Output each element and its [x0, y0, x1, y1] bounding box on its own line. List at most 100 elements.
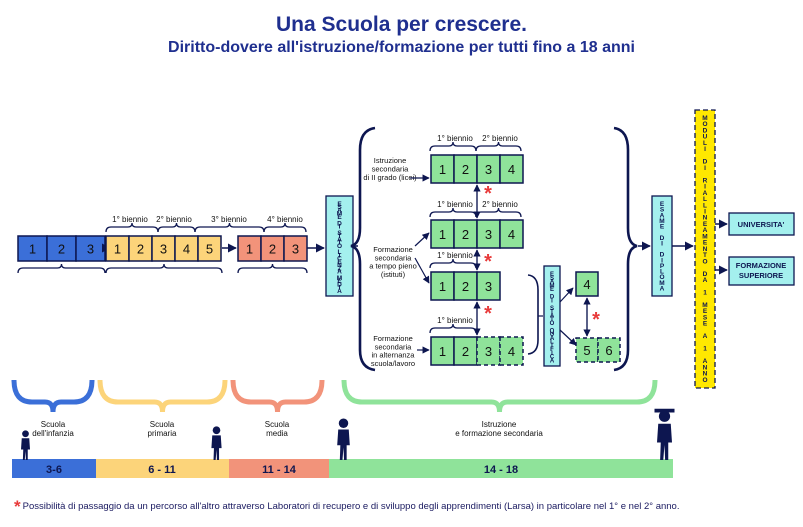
stage-label: Scuola	[41, 420, 66, 429]
graduate-icon-head	[658, 410, 671, 422]
exam-licenza-media-letter: D	[337, 281, 342, 288]
exam-diploma-letter: E	[660, 201, 665, 208]
primaria-cell-label: 4	[183, 242, 190, 257]
exam-diploma-letter: D	[660, 235, 665, 242]
infanzia-cell	[75, 235, 106, 262]
moduli-riallineamento-letter: 1	[703, 290, 707, 297]
exam-licenza-media-letter: E	[337, 214, 342, 221]
graduate-icon	[654, 408, 675, 460]
stage-bracket-secondaria	[341, 379, 658, 413]
exam-diploma-letter: O	[659, 274, 664, 281]
outcome-formazione-superiore-label: SUPERIORE	[739, 271, 783, 280]
moduli-riallineamento-letter: D	[703, 159, 708, 166]
exam-qualifica-letter: A	[550, 336, 555, 342]
biennio-label: 2° biennio	[156, 215, 192, 224]
moduli-riallineamento-letter: M	[702, 115, 707, 122]
moduli-riallineamento-letter: N	[703, 215, 708, 222]
moduli-riallineamento-letter: T	[703, 252, 707, 259]
licei-cell-label: 4	[508, 162, 515, 177]
biennio-label: 1° biennio	[437, 316, 473, 325]
exam-licenza-media-letter: S	[337, 204, 342, 211]
biennio-label: 1° biennio	[437, 251, 473, 260]
primaria-cell-label: 3	[160, 242, 167, 257]
stage-label: dell'infanzia	[32, 429, 74, 438]
infanzia-cell-label: 1	[29, 242, 36, 257]
biennio-label: 1° biennio	[437, 200, 473, 209]
track-label-alternanza: in alternanza	[372, 351, 416, 360]
moduli-riallineamento-letter: A	[703, 227, 708, 234]
exam-qualifica-letter: S	[550, 276, 554, 282]
exam-licenza-media-letter: A	[337, 207, 342, 214]
title: Una Scuola per crescere.	[276, 13, 527, 36]
child-backpack-icon-body	[211, 435, 222, 460]
exam-diploma-letter: M	[659, 218, 664, 225]
stage-label: primaria	[148, 429, 177, 438]
biennio-label: 2° biennio	[482, 134, 518, 143]
media-cell-label: 1	[246, 242, 253, 257]
age-band-media	[229, 459, 329, 478]
moduli-riallineamento-letter: A	[703, 358, 708, 365]
exam-qualifica-letter: I	[551, 343, 553, 349]
moduli-riallineamento-letter: D	[703, 271, 708, 278]
age-band-secondaria	[329, 459, 673, 478]
licei-cell-label: 1	[439, 162, 446, 177]
child-small-icon-body	[21, 438, 30, 460]
infanzia-cell-label: 3	[87, 242, 94, 257]
moduli-riallineamento-letter: M	[702, 302, 707, 309]
istituti-cell-label: 4	[508, 227, 515, 242]
track-label-istituti: a tempo pieno	[369, 262, 417, 271]
media-cell-label: 2	[269, 242, 276, 257]
exam-licenza-media-letter: M	[337, 275, 342, 282]
exam-qualifica-letter: M	[550, 283, 555, 289]
istituti-cell-label: 2	[462, 227, 469, 242]
outcome-formazione-superiore-label: FORMAZIONE	[736, 261, 786, 270]
exam-qualifica-letter: C	[550, 355, 555, 361]
exam-qualifica-letter: I	[551, 351, 553, 357]
exam-diploma-letter: I	[661, 257, 663, 264]
exam-diploma-letter: S	[660, 207, 665, 214]
track-label-alternanza: secondaria	[375, 342, 413, 351]
teen-walking-icon-body	[337, 429, 350, 460]
post-qualifica-top-cell	[575, 271, 599, 297]
exam-qualifica-letter: S	[550, 306, 554, 312]
arrow-istituti-up	[414, 232, 430, 247]
biennio-label: 1° biennio	[112, 215, 148, 224]
teen-walking-icon-head	[338, 418, 349, 428]
brace-infanzia	[17, 263, 106, 274]
brace-biennio	[263, 222, 307, 233]
brace-biennio	[157, 222, 196, 233]
stage-bracket-media	[230, 379, 325, 413]
exam-licenza-media-letter: Z	[338, 265, 342, 272]
moduli-riallineamento	[694, 109, 716, 389]
brace-biennio	[194, 222, 265, 233]
exam-licenza-media-letter: O	[337, 243, 342, 250]
age-label: 6 - 11	[148, 464, 176, 476]
child-small-icon-head	[22, 430, 29, 438]
bracket-qualifica	[527, 274, 539, 355]
post-qualifica-top-cell-label: 4	[583, 277, 590, 292]
moduli-riallineamento-letter: I	[704, 146, 706, 153]
stage-bracket-infanzia	[11, 379, 95, 413]
outcome-universita-label: UNIVERSITA'	[738, 220, 785, 229]
moduli-riallineamento-letter: N	[703, 371, 708, 378]
footnote: *Possibilità di passaggio da un percorso…	[14, 497, 679, 517]
moduli-riallineamento-letter: L	[703, 202, 707, 209]
exam-qualifica-letter: U	[550, 332, 554, 338]
exam-licenza-media-letter: I	[339, 252, 341, 259]
stage-bracket-primaria	[97, 379, 228, 413]
moduli-riallineamento-letter: S	[703, 314, 708, 321]
exam-qualifica-letter: O	[550, 321, 555, 327]
alternanza-cell-label: 3	[485, 344, 492, 359]
istituti-cell-label: 3	[485, 227, 492, 242]
exam-diploma-letter: L	[660, 269, 664, 276]
footnote-star-icon: *	[14, 497, 21, 516]
biennio-label: 1° biennio	[437, 134, 473, 143]
exam-licenza-media-letter: A	[337, 269, 342, 276]
track-label-licei: secondaria	[372, 165, 410, 174]
exam-licenza-media-letter: A	[337, 288, 342, 295]
exam-qualifica-letter: F	[550, 347, 554, 353]
age-label: 14 - 18	[484, 464, 518, 476]
teen-walking-icon	[337, 418, 350, 460]
exam-qualifica-letter: E	[550, 272, 554, 278]
